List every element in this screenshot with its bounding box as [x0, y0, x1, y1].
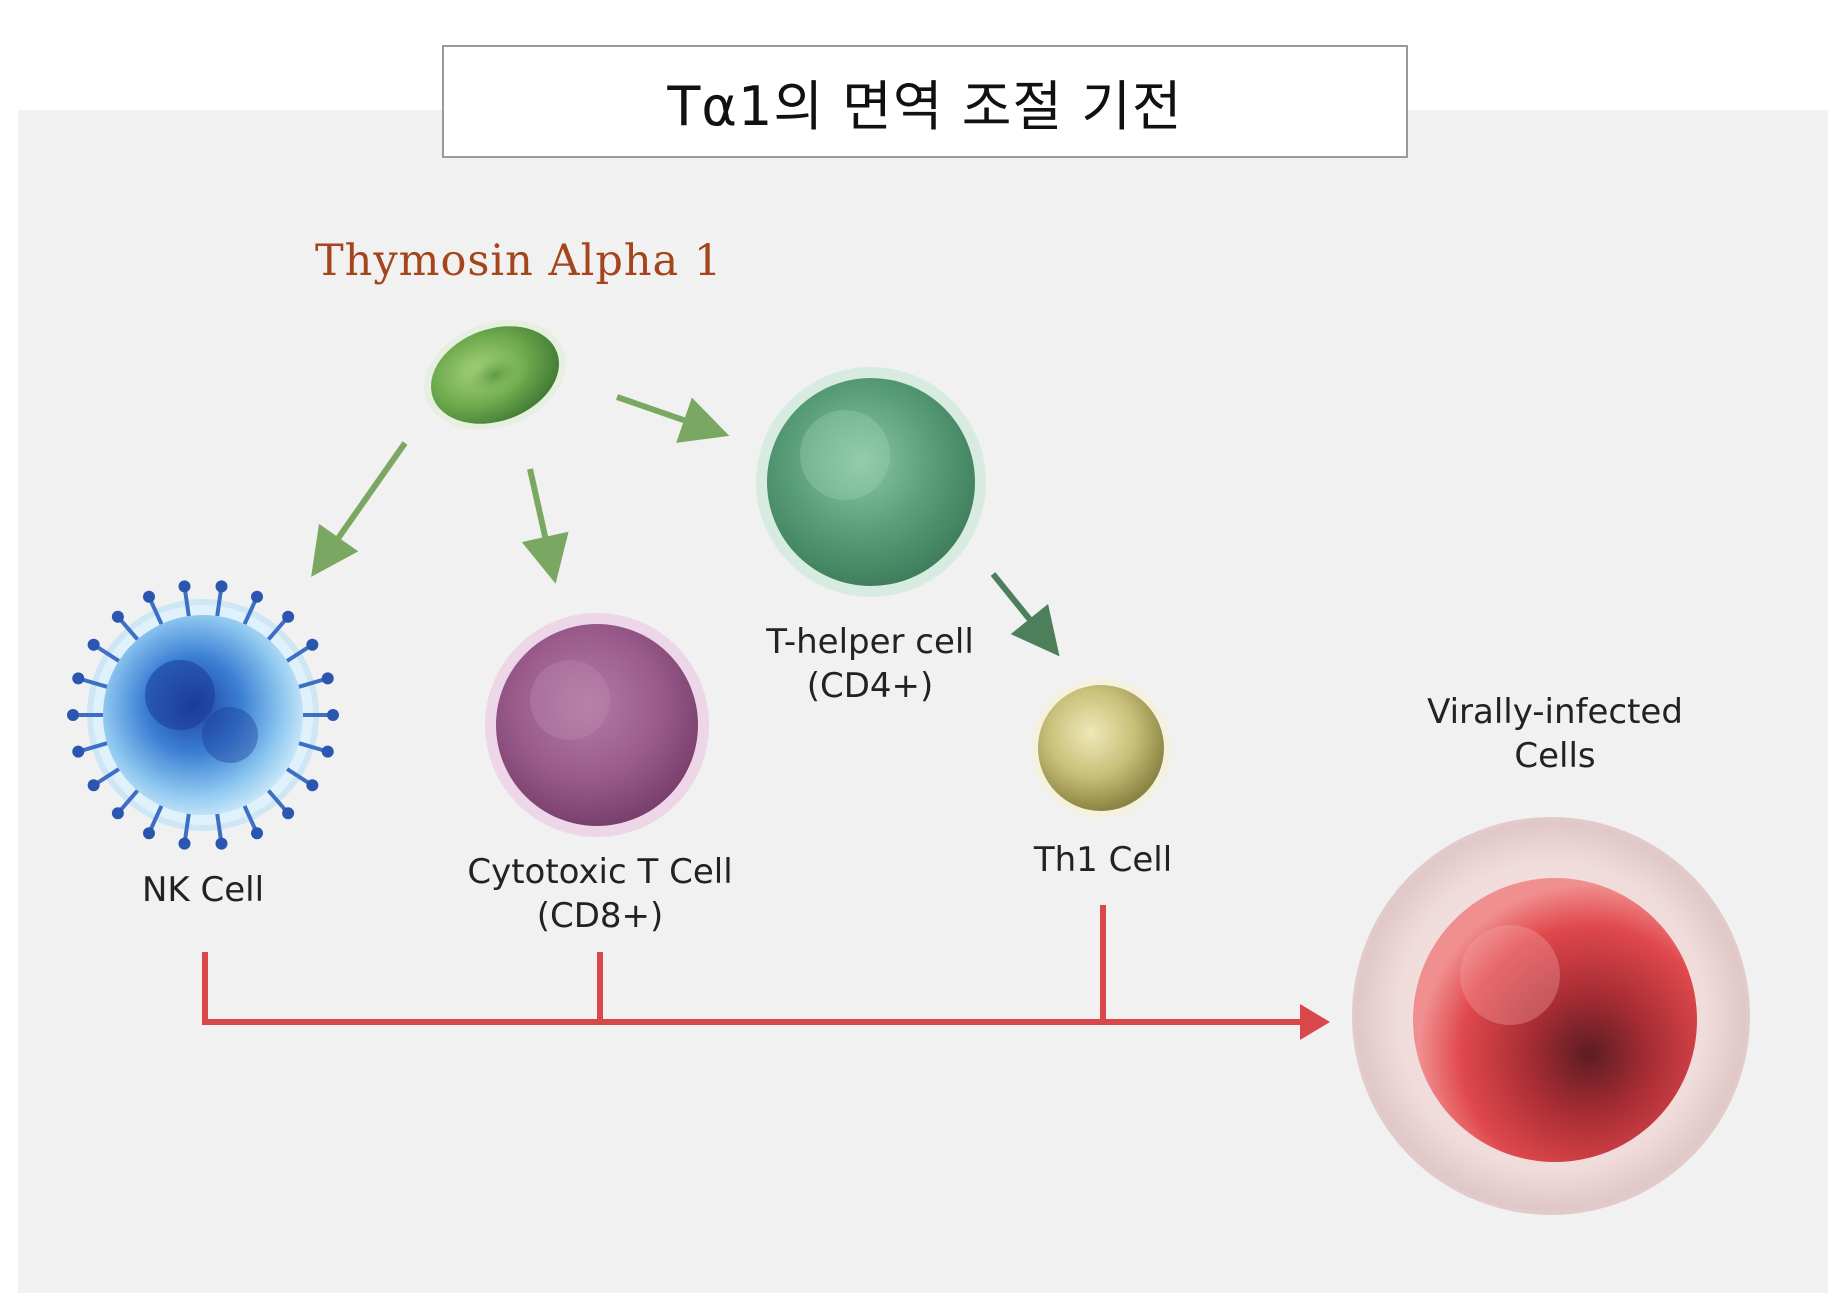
nk-receptor-knob	[72, 672, 85, 685]
nk-receptor-knob	[72, 745, 85, 758]
arrow-to-cytotoxic-cell	[521, 468, 569, 584]
th1-cell-label: Th1 Cell	[1003, 838, 1203, 882]
nk-receptor-knob	[282, 610, 295, 623]
nk-receptor-knob	[306, 779, 319, 792]
nk-receptor-knob	[215, 837, 228, 850]
th1-cell-label-text: Th1 Cell	[1033, 840, 1173, 880]
nk-cell-label-text: NK Cell	[141, 870, 265, 910]
red-connector	[202, 905, 1330, 1040]
nk-cell-label: NK Cell	[113, 868, 293, 912]
nk-cell	[67, 580, 339, 850]
title-box: Tα1의 면역 조절 기전	[442, 45, 1408, 158]
nk-receptor-knob	[142, 590, 155, 603]
virally-infected-cell-label: Virally-infected Cells	[1405, 690, 1705, 778]
thelper-cell-label-line1: T-helper cell	[766, 622, 974, 662]
virally-infected-cell	[1352, 817, 1750, 1215]
arrow-to-nk-cell	[311, 441, 408, 577]
cytotoxic-cell-label: Cytotoxic T Cell (CD8+)	[440, 850, 760, 938]
nk-receptor-knob	[111, 807, 124, 820]
t-helper-cell	[756, 367, 986, 597]
nk-receptor-knob	[251, 827, 264, 840]
diagram-title: Tα1의 면역 조절 기전	[667, 75, 1183, 138]
virally-infected-label-line2: Cells	[1514, 736, 1596, 776]
nk-receptor-knob	[67, 709, 79, 721]
nk-receptor-knob	[87, 638, 100, 651]
source-label: Thymosin Alpha 1	[315, 236, 723, 286]
nk-receptor-knob	[178, 580, 191, 593]
thelper-cell-label: T-helper cell (CD4+)	[730, 620, 1010, 708]
th1-cell	[1031, 678, 1171, 818]
thymosin-alpha-1-cell	[424, 320, 566, 430]
nk-receptor-knob	[282, 807, 295, 820]
nk-receptor-knob	[142, 827, 155, 840]
cytotoxic-t-cell	[485, 613, 709, 837]
nk-receptor-knob	[321, 745, 334, 758]
cytotoxic-cell-label-line1: Cytotoxic T Cell	[467, 852, 733, 892]
nk-receptor-knob	[327, 709, 339, 721]
virally-infected-label-line1: Virally-infected	[1427, 692, 1683, 732]
nk-receptor-knob	[111, 610, 124, 623]
nk-receptor-knob	[321, 672, 334, 685]
nk-receptor-knob	[306, 638, 319, 651]
nk-receptor-knob	[87, 779, 100, 792]
arrow-to-th1-cell	[990, 572, 1060, 657]
nk-receptor-knob	[178, 837, 191, 850]
nk-receptor-knob	[215, 580, 228, 593]
cytotoxic-cell-label-line2: (CD8+)	[536, 896, 664, 936]
thelper-cell-label-line2: (CD4+)	[806, 666, 934, 706]
connector-arrowhead	[1300, 1004, 1330, 1040]
nk-receptor-knob	[251, 590, 264, 603]
arrow-to-thelper-cell	[616, 394, 730, 443]
